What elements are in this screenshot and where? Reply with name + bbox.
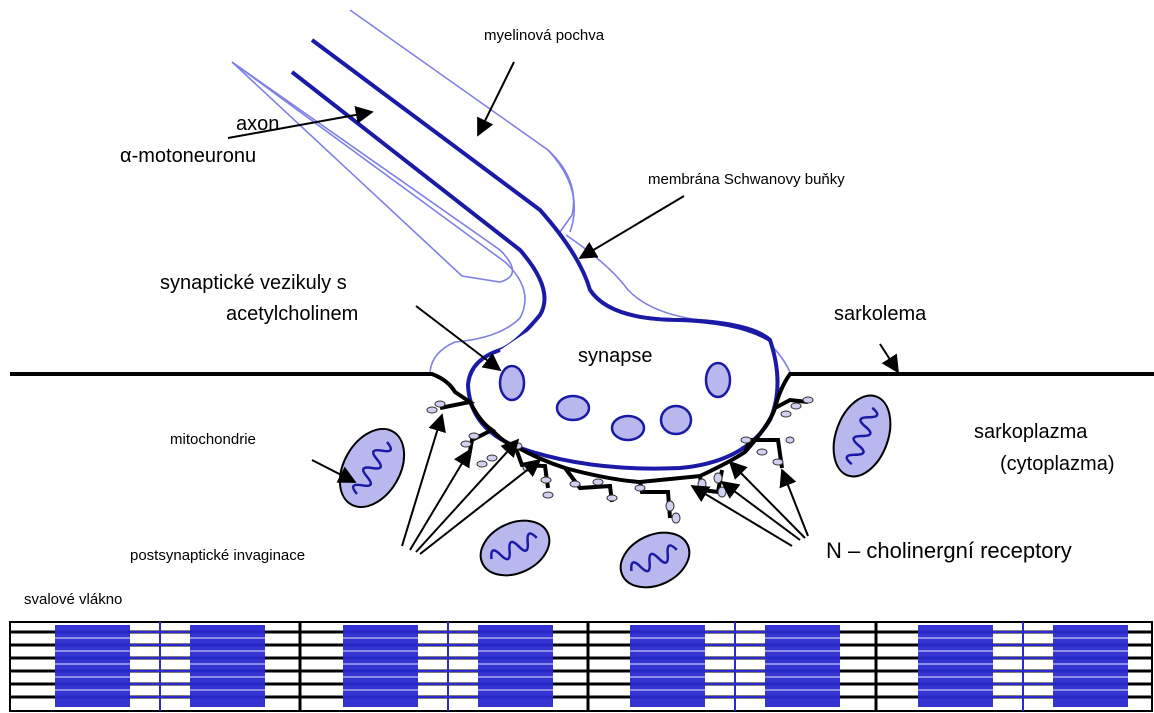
muscle-fiber	[10, 622, 1152, 711]
myelin-sheath	[232, 10, 574, 282]
vesicle	[500, 366, 524, 400]
label-muscle-fiber: svalové vlákno	[24, 591, 122, 608]
vesicle	[706, 363, 730, 397]
arrow-receptor	[782, 470, 808, 536]
label-axon-1: axon	[236, 113, 279, 135]
mitochondrion	[472, 510, 558, 586]
mitochondrion	[327, 418, 417, 519]
label-schwann: membrána Schwanovy buňky	[648, 171, 845, 188]
label-sarcoplasm-1: sarkoplazma	[974, 421, 1088, 443]
arrow-invagination	[402, 415, 442, 546]
arrow-vesicles	[416, 306, 500, 370]
arrow-sarcolemma	[880, 344, 898, 372]
vesicle	[661, 406, 691, 434]
label-vesicles-1: synaptické vezikuly s	[160, 272, 347, 294]
label-sarcolemma: sarkolema	[834, 303, 927, 325]
arrow-receptor	[692, 486, 792, 546]
arrow-invagination	[410, 450, 470, 550]
mitochondrion	[823, 388, 901, 485]
label-axon-2: α-motoneuronu	[120, 145, 256, 167]
axon	[292, 40, 770, 350]
label-myelin: myelinová pochva	[484, 27, 605, 44]
arrow-schwann	[580, 196, 684, 258]
mitochondrion	[612, 522, 698, 598]
label-sarcoplasm-2: (cytoplazma)	[1000, 453, 1114, 475]
label-invaginations: postsynaptické invaginace	[130, 547, 305, 564]
vesicle	[557, 396, 589, 420]
label-mitochondria: mitochondrie	[170, 431, 256, 448]
vesicle	[612, 416, 644, 440]
label-vesicles-2: acetylcholinem	[226, 303, 358, 325]
label-synapse: synapse	[578, 345, 653, 367]
label-receptors: N – cholinergní receptory	[826, 538, 1072, 563]
arrow-myelin	[478, 62, 514, 135]
